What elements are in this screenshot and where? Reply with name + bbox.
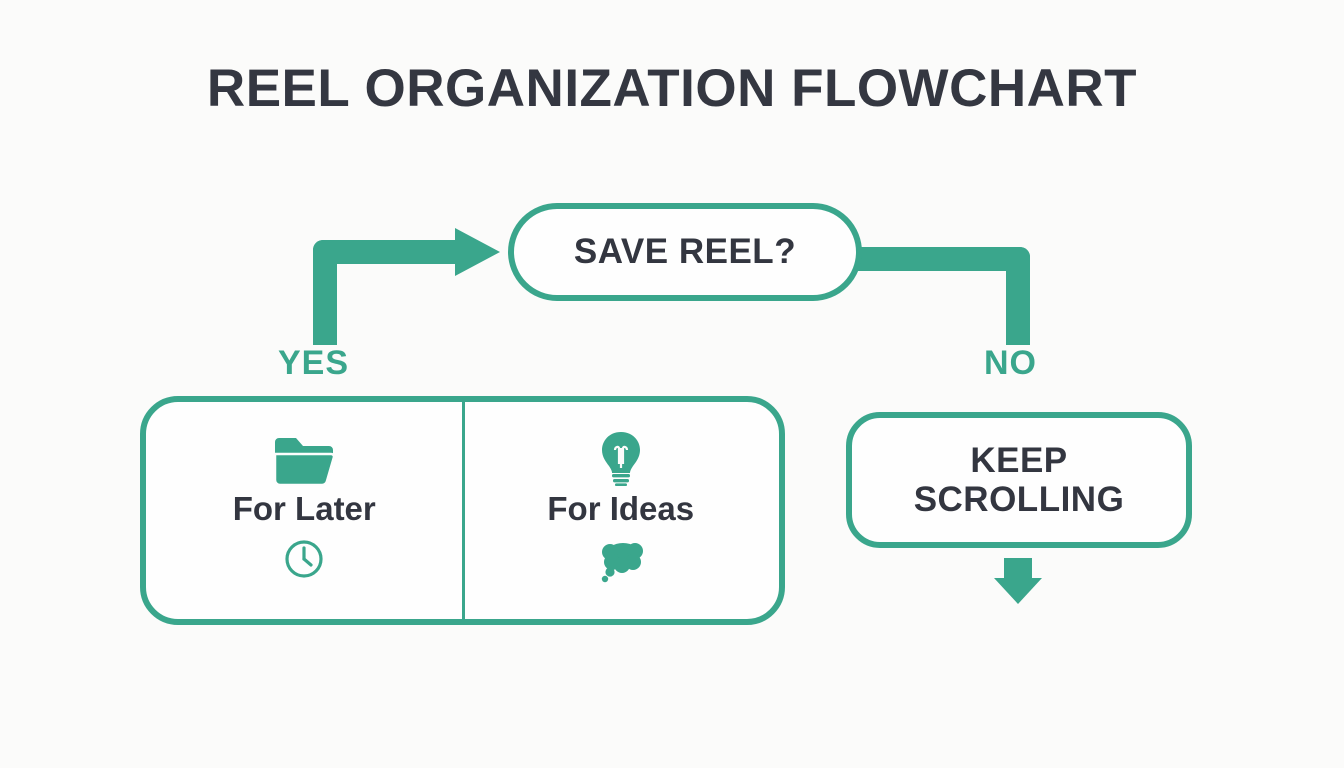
lightbulb-icon (597, 428, 645, 486)
branch-label-no: NO (984, 344, 1037, 382)
folder-icon (273, 428, 336, 486)
no-connector-horizontal (858, 247, 1030, 271)
yes-connector-vertical (313, 240, 337, 345)
thought-bubble-icon (595, 530, 647, 594)
decision-node-label: SAVE REEL? (573, 232, 797, 271)
keep-scrolling-down-arrow-icon (994, 578, 1042, 604)
no-connector-vertical (1006, 247, 1030, 345)
keep-scrolling-line-2: SCROLLING (913, 480, 1125, 519)
branch-label-yes: YES (278, 344, 350, 382)
yes-arrowhead-icon (455, 228, 500, 276)
keep-scrolling-arrow-stem (1004, 558, 1032, 580)
keep-scrolling-node[interactable]: KEEP SCROLLING (846, 412, 1192, 548)
option-cell-for-ideas[interactable]: For Ideas (463, 402, 780, 619)
yes-connector-horizontal (313, 240, 463, 264)
save-options-divider (462, 396, 465, 625)
option-label-for-ideas: For Ideas (547, 489, 695, 527)
page-title: REEL ORGANIZATION FLOWCHART (206, 59, 1138, 118)
keep-scrolling-line-1: KEEP (970, 440, 1068, 480)
clock-icon (283, 530, 325, 594)
option-label-for-later: For Later (232, 489, 376, 527)
decision-node-save-reel[interactable]: SAVE REEL? (508, 203, 862, 301)
option-cell-for-later[interactable]: For Later (146, 402, 463, 619)
